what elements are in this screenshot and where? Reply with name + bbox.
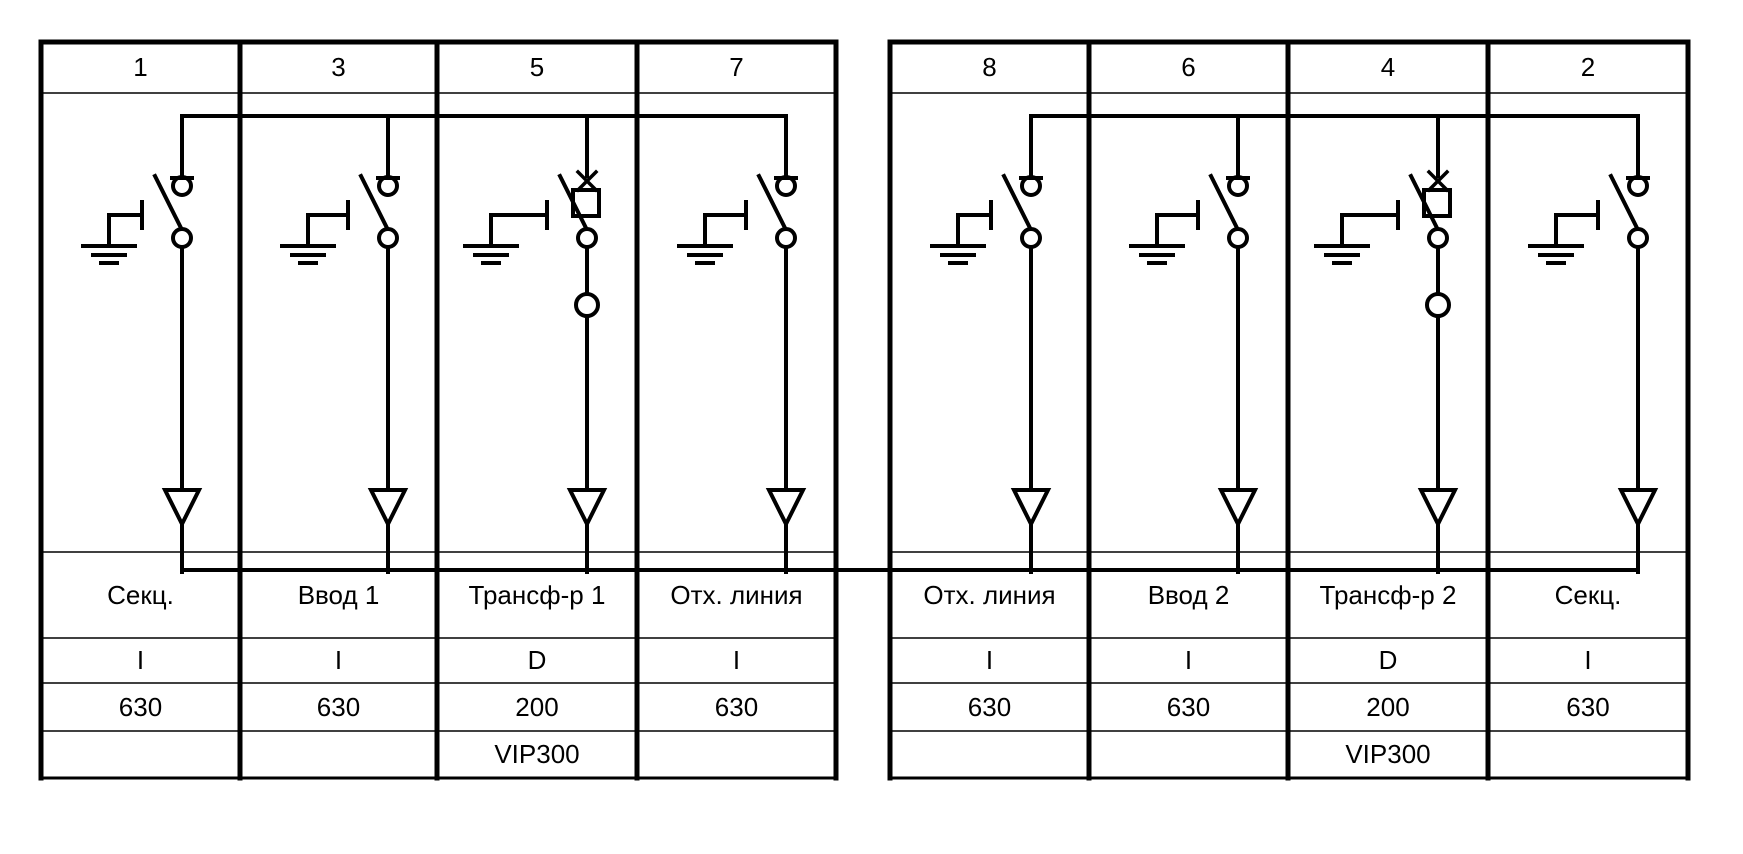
- cable-terminal-icon: [161, 488, 203, 574]
- cable-terminal-icon: [1417, 488, 1459, 574]
- earthing-switch-icon: [1314, 200, 1400, 265]
- panel-name: Трансф-р 1: [468, 580, 606, 610]
- panel-3: [280, 114, 409, 574]
- panel-protection: [1089, 731, 1288, 778]
- panel-number: 4: [1380, 52, 1396, 82]
- earthing-switch-icon: [930, 200, 993, 265]
- ground-icon: [1129, 244, 1185, 265]
- ground-icon: [280, 244, 336, 265]
- panel-name: Отх. линия: [923, 580, 1056, 610]
- load-switch-icon: [1608, 173, 1650, 249]
- panel-number: 3: [331, 52, 346, 82]
- panel-type: I: [1584, 645, 1592, 675]
- circuit-breaker-icon: [557, 169, 599, 249]
- panel-protection: [890, 731, 1089, 778]
- panel-protection: [1488, 731, 1688, 778]
- panel-protection: VIP300: [1345, 739, 1431, 769]
- ground-icon: [930, 244, 986, 265]
- load-switch-icon: [1208, 173, 1250, 249]
- earthing-switch-icon: [280, 200, 350, 265]
- cable-terminal-icon: [1217, 488, 1259, 574]
- panel-protection: [41, 731, 240, 778]
- panel-type: D: [527, 645, 547, 675]
- panel-name: Ввод 2: [1147, 580, 1230, 610]
- panel-current: 630: [316, 692, 361, 722]
- relay-box-icon: [1422, 188, 1452, 218]
- panel-number: 2: [1580, 52, 1596, 82]
- contact-icon: [1425, 292, 1451, 318]
- panel-6: [1129, 114, 1259, 574]
- panel-current: 630: [714, 692, 759, 722]
- panel-type: I: [136, 645, 145, 675]
- panel-8: [930, 114, 1052, 574]
- load-switch-icon: [358, 173, 400, 249]
- earthing-switch-icon: [677, 200, 748, 265]
- panel-4: [1314, 114, 1459, 574]
- earthing-switch-icon: [1129, 200, 1200, 265]
- panel-group-1: [38, 39, 839, 781]
- panel-number: 1: [133, 52, 148, 82]
- cable-terminal-icon: [765, 488, 807, 574]
- panel-type: I: [1184, 645, 1193, 675]
- cable-terminal-icon: [1010, 488, 1052, 574]
- earthing-switch-icon: [1528, 200, 1600, 265]
- cable-terminal-icon: [367, 488, 409, 574]
- panel-current: 200: [515, 692, 559, 722]
- earthing-switch-icon: [81, 200, 144, 265]
- panel-2: [1528, 114, 1659, 574]
- panel-type: I: [985, 645, 994, 675]
- ground-icon: [1528, 244, 1584, 265]
- ground-icon: [677, 244, 733, 265]
- panel-current: 200: [1366, 692, 1410, 722]
- load-switch-icon: [1001, 173, 1043, 249]
- panel-number: 8: [982, 52, 997, 82]
- panel-protection: [637, 731, 836, 778]
- panel-current: 630: [967, 692, 1012, 722]
- panel-type: D: [1378, 645, 1398, 675]
- panel-protection: VIP300: [494, 739, 580, 769]
- panel-7: [677, 114, 807, 574]
- ground-icon: [81, 244, 137, 265]
- panel-name: Ввод 1: [297, 580, 380, 610]
- earthing-switch-icon: [463, 200, 549, 265]
- ground-icon: [1314, 244, 1370, 265]
- panel-1: [81, 114, 203, 574]
- relay-box-icon: [571, 188, 601, 218]
- panel-type: I: [732, 645, 741, 675]
- panel-protection: [240, 731, 437, 778]
- section-tie-line: [180, 568, 1640, 574]
- ground-icon: [463, 244, 519, 265]
- panel-name: Секц.: [1554, 580, 1622, 610]
- panel-number: 7: [729, 52, 744, 82]
- contact-icon: [574, 292, 600, 318]
- panel-name: Секц.: [107, 580, 174, 610]
- panel-name: Отх. линия: [670, 580, 803, 610]
- panel-group-2: [887, 39, 1691, 781]
- panel-number: 6: [1181, 52, 1196, 82]
- load-switch-icon: [756, 173, 798, 249]
- panel-type: I: [334, 645, 343, 675]
- panel-number: 5: [529, 52, 545, 82]
- cable-terminal-icon: [566, 488, 608, 574]
- cable-terminal-icon: [1617, 488, 1659, 574]
- circuit-breaker-icon: [1408, 169, 1450, 249]
- panel-name: Трансф-р 2: [1319, 580, 1457, 610]
- panel-current: 630: [118, 692, 163, 722]
- load-switch-icon: [152, 173, 194, 249]
- panel-current: 630: [1566, 692, 1610, 722]
- panel-5: [463, 114, 608, 574]
- panel-current: 630: [1166, 692, 1211, 722]
